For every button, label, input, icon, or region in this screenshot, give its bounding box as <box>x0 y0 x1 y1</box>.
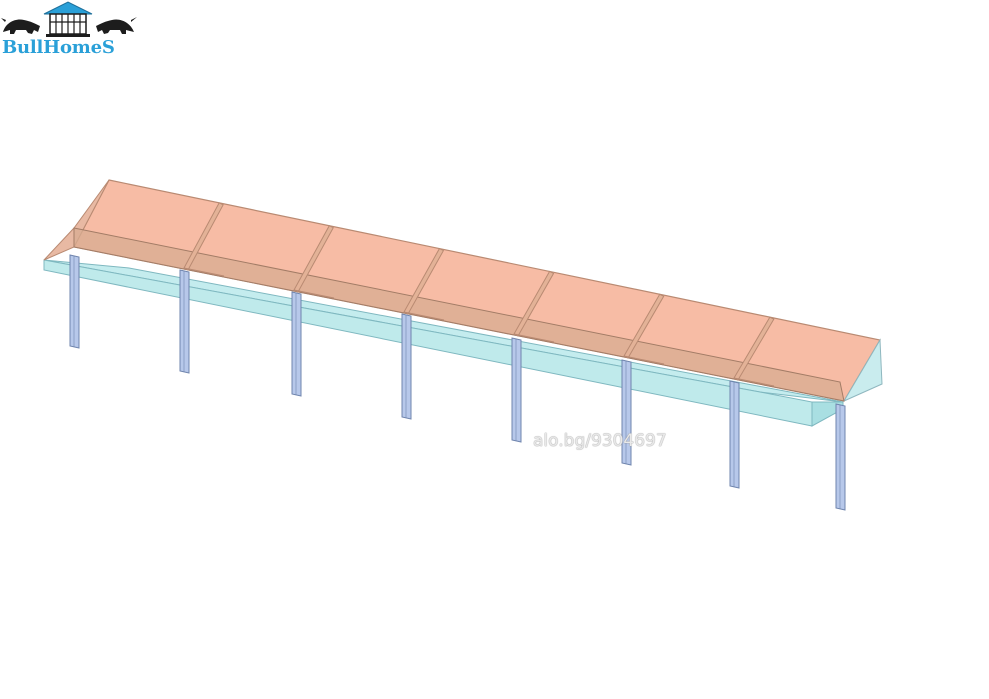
brand-name: BullHomeS <box>2 37 115 58</box>
house-with-bulls-icon <box>1 1 137 37</box>
beam-line <box>733 377 775 387</box>
column <box>511 337 522 443</box>
rafter-group <box>183 202 775 387</box>
beam-line <box>293 289 335 299</box>
beam-line <box>513 333 555 343</box>
beam-line <box>183 267 225 277</box>
column <box>401 313 412 420</box>
rafter <box>733 316 775 381</box>
column <box>835 403 846 511</box>
brand-logo: BullHomeS <box>0 0 150 62</box>
rafter <box>183 202 224 271</box>
front-column-group <box>69 254 846 511</box>
column <box>291 291 302 397</box>
rafter <box>623 293 665 359</box>
beam-line <box>623 355 665 365</box>
column <box>621 359 632 466</box>
rafter <box>403 247 445 315</box>
beam-line <box>403 311 445 321</box>
roof-start-gable <box>43 179 110 261</box>
column <box>179 269 190 374</box>
roof-end-gable <box>842 338 883 403</box>
front-beam <box>73 227 845 402</box>
column <box>69 254 80 349</box>
rafter <box>513 270 555 337</box>
column <box>729 380 740 489</box>
rafter <box>293 225 334 293</box>
watermark: alo.bg/9304697 <box>533 431 667 451</box>
